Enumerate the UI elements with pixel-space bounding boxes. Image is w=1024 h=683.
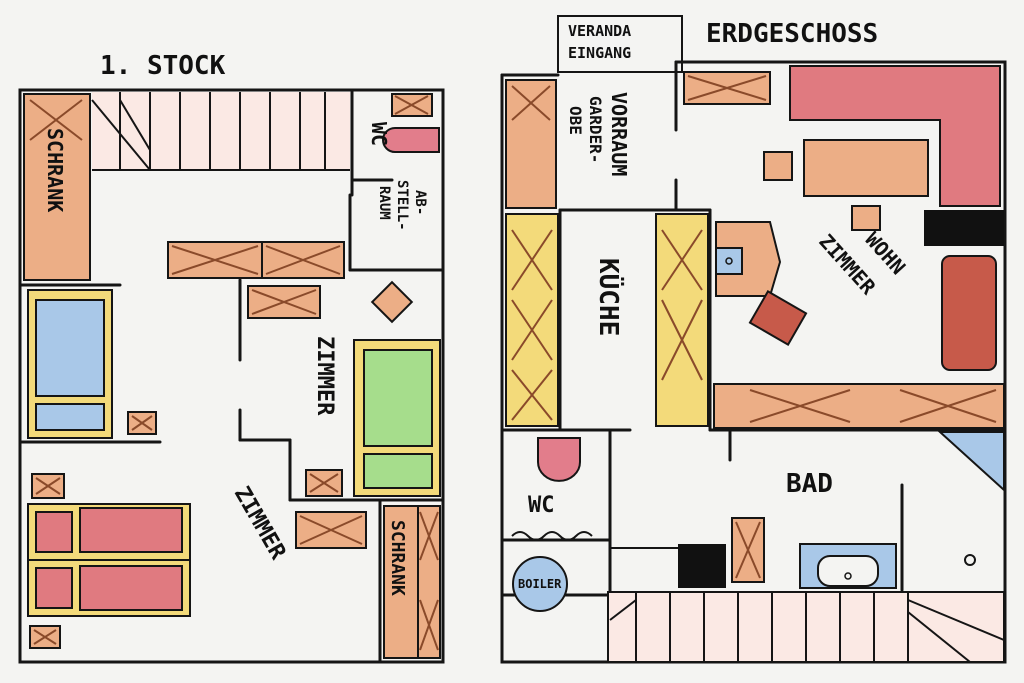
long-shelf — [713, 383, 1005, 429]
desk-right-room — [247, 285, 321, 319]
garderobe-label-2: OBE — [566, 106, 585, 135]
vorraum-label: VORRAUM — [607, 92, 631, 176]
floor-drain — [964, 554, 976, 566]
boiler-label: BOILER — [518, 577, 562, 591]
eingang-label: EINGANG — [568, 44, 631, 62]
zimmer-right-label: ZIMMER — [312, 336, 337, 416]
upper-bed-blue — [27, 289, 113, 439]
ground-stairs — [607, 544, 1005, 663]
schrank-right: SCHRANK — [383, 505, 441, 659]
hall-cabinets — [167, 241, 345, 279]
ottoman — [748, 290, 808, 346]
shower-tray — [937, 431, 1005, 493]
corner-sofa — [789, 65, 1001, 207]
schrank-left: SCHRANK — [23, 93, 91, 281]
side-table-2 — [851, 205, 881, 231]
boiler-tank — [512, 556, 568, 612]
veranda-label: VERANDA — [568, 22, 631, 40]
corner-cabinet — [715, 221, 782, 297]
zimmer-left-label: ZIMMER — [229, 483, 291, 565]
tv-screen — [715, 247, 743, 275]
kitchen-counter-right — [655, 213, 709, 427]
veranda-box — [557, 15, 683, 73]
ground-floor: ERDGESCHOSS VERANDA EINGANG VORRAUM GARD… — [500, 15, 1007, 664]
side-table-1 — [763, 151, 793, 181]
ground-floor-title: ERDGESCHOSS — [706, 19, 878, 49]
upper-floor: 1. STOCK SCHRANK — [18, 51, 445, 664]
abstellraum-label-1: AB- — [412, 190, 428, 215]
upper-floor-title: 1. STOCK — [100, 51, 226, 81]
upper-floor-outline — [18, 88, 445, 664]
kueche-label: KÜCHE — [593, 258, 626, 336]
abstellraum-label-2: STELL- — [394, 180, 410, 231]
wc-upper-toilet — [382, 127, 440, 153]
kitchen-counter-left — [505, 213, 559, 427]
bad-label: BAD — [786, 469, 833, 499]
wc-upper-label: WC — [367, 122, 391, 146]
schrank-right-label: SCHRANK — [387, 520, 408, 596]
stove-black — [924, 210, 1004, 246]
sideboard — [683, 71, 771, 105]
wc-ground-toilet — [537, 437, 581, 482]
stool-right-room — [370, 280, 414, 324]
schrank-left-label: SCHRANK — [43, 128, 67, 212]
abstellraum-label-3: RAUM — [376, 186, 392, 220]
upper-stairs — [91, 92, 350, 171]
upper-bed-green — [353, 339, 441, 497]
coffee-table — [803, 139, 929, 197]
wc-ground-label: WC — [528, 493, 555, 518]
upper-double-bed — [27, 503, 191, 617]
armchair — [941, 255, 997, 371]
garderobe-cabinet — [505, 79, 557, 209]
garderobe-label-1: GARDER- — [586, 96, 605, 163]
